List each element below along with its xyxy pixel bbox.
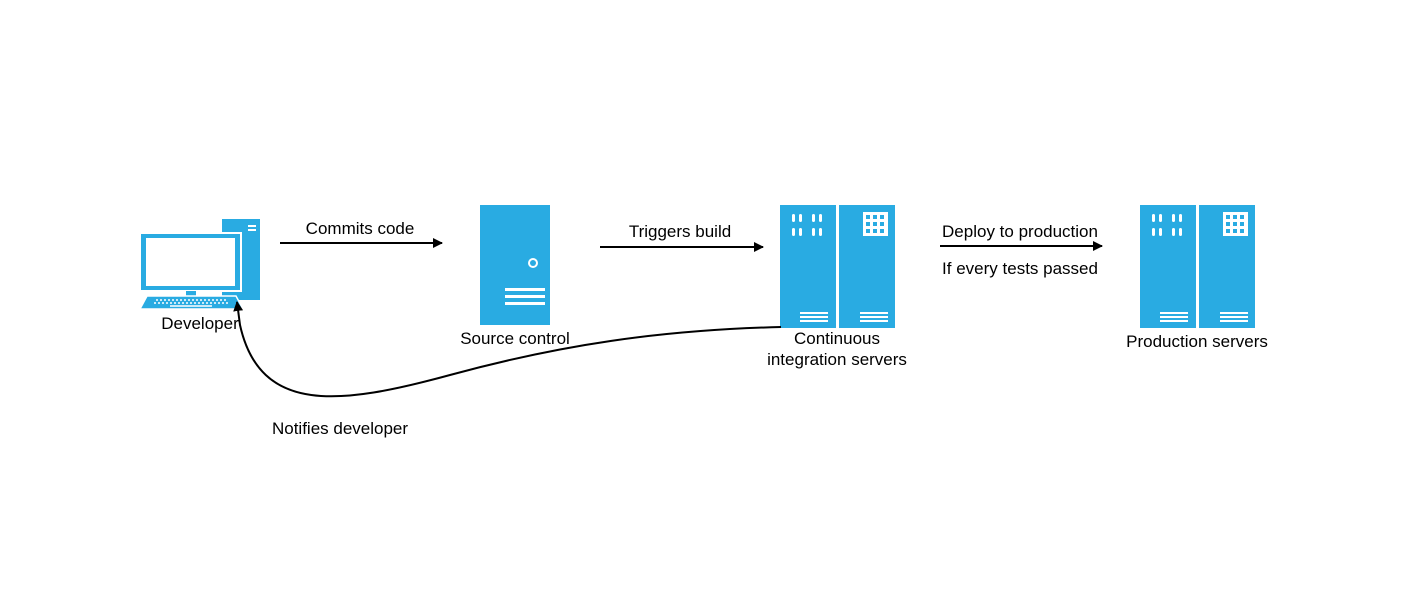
- server-tower-icon: [480, 205, 550, 325]
- triggers-build-label: Triggers build: [628, 222, 732, 241]
- notifies-developer-label: Notifies developer: [271, 419, 409, 438]
- server-rack-icon: [780, 205, 895, 328]
- desktop-computer-icon: [138, 219, 260, 310]
- commits-code-label: Commits code: [305, 219, 415, 238]
- deploy-condition-label: If every tests passed: [942, 259, 1098, 278]
- source-control-label: Source control: [460, 329, 570, 348]
- developer-label: Developer: [161, 314, 239, 333]
- production-servers-label: Production servers: [1126, 332, 1268, 351]
- ci-servers-label-line2: integration servers: [767, 350, 907, 369]
- notifies-arrow: [233, 301, 782, 398]
- deploy-label: Deploy to production: [942, 222, 1098, 241]
- ci-servers-label-line1: Continuous: [793, 329, 881, 348]
- server-rack-icon: [1140, 205, 1255, 328]
